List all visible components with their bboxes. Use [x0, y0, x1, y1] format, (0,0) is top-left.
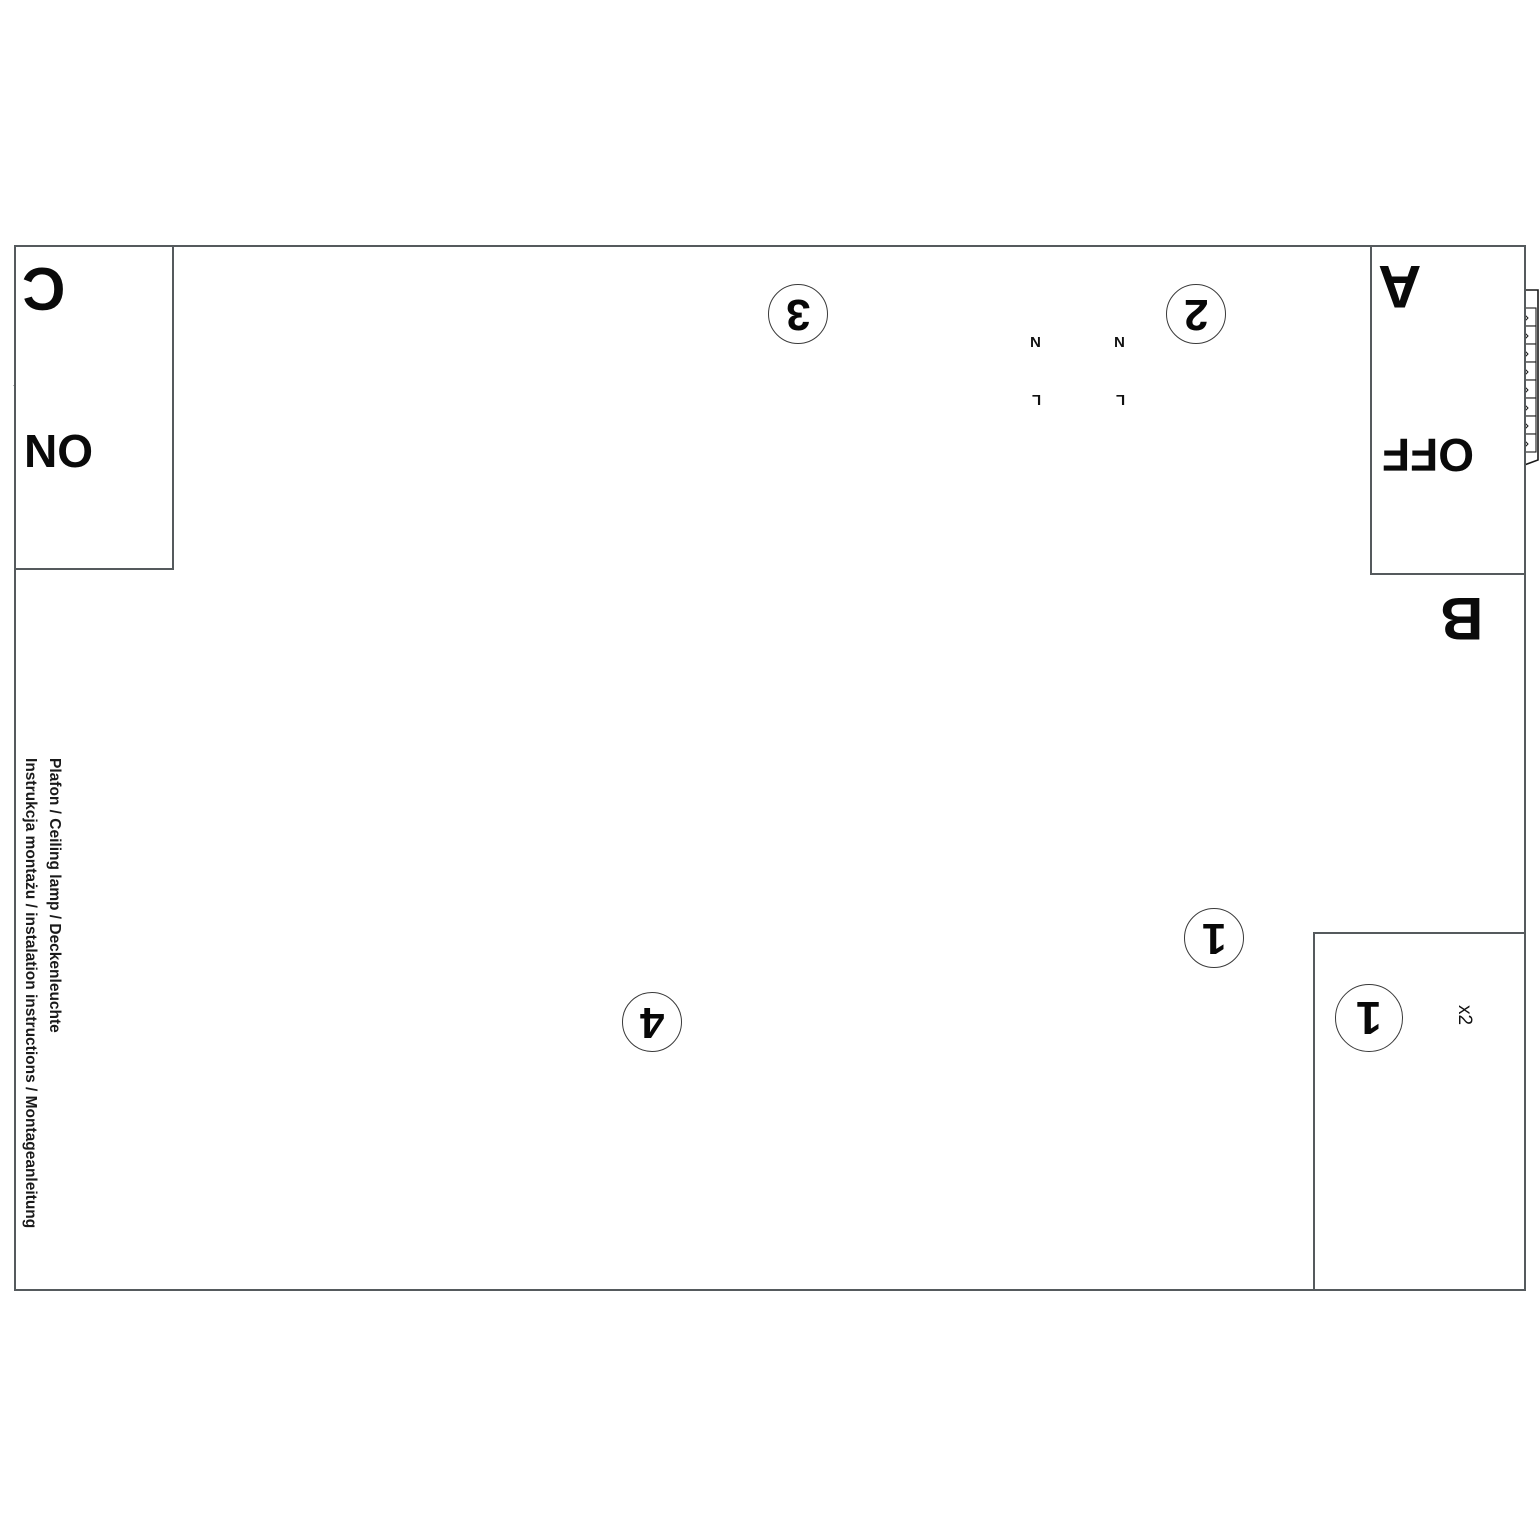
terminal-live-right: L — [1116, 391, 1126, 408]
panel-a-letter: A — [1378, 253, 1422, 320]
panel-a — [1370, 245, 1526, 575]
terminal-neutral-right: N — [1114, 333, 1125, 350]
sheet-title: Instrukcja montażu / instalation instruc… — [18, 758, 66, 1318]
step-callout-1: 1 — [1184, 908, 1244, 968]
inset-step-callout-1: 1 — [1335, 984, 1403, 1052]
step-callout-2: 2 — [1166, 284, 1226, 344]
sheet-title-line-2: Plafon / Ceiling lamp / Deckenleuchte — [46, 758, 64, 1033]
terminal-live-left: L — [1032, 391, 1042, 408]
quantity-label: x2 — [1454, 1004, 1476, 1026]
sheet-border — [14, 245, 1526, 1291]
terminal-neutral-left: N — [1030, 333, 1041, 350]
sheet-title-line-1: Instrukcja montażu / instalation instruc… — [22, 758, 39, 1229]
breaker-off-label: OFF — [1382, 429, 1474, 481]
panel-b-letter: B — [1440, 585, 1484, 652]
panel-c-letter: C — [22, 255, 66, 322]
step-callout-4: 4 — [622, 992, 682, 1052]
step-callout-3: 3 — [768, 284, 828, 344]
breaker-on-label: ON — [24, 425, 93, 477]
panel-inset-parts — [1313, 932, 1526, 1291]
panel-c — [14, 245, 174, 570]
